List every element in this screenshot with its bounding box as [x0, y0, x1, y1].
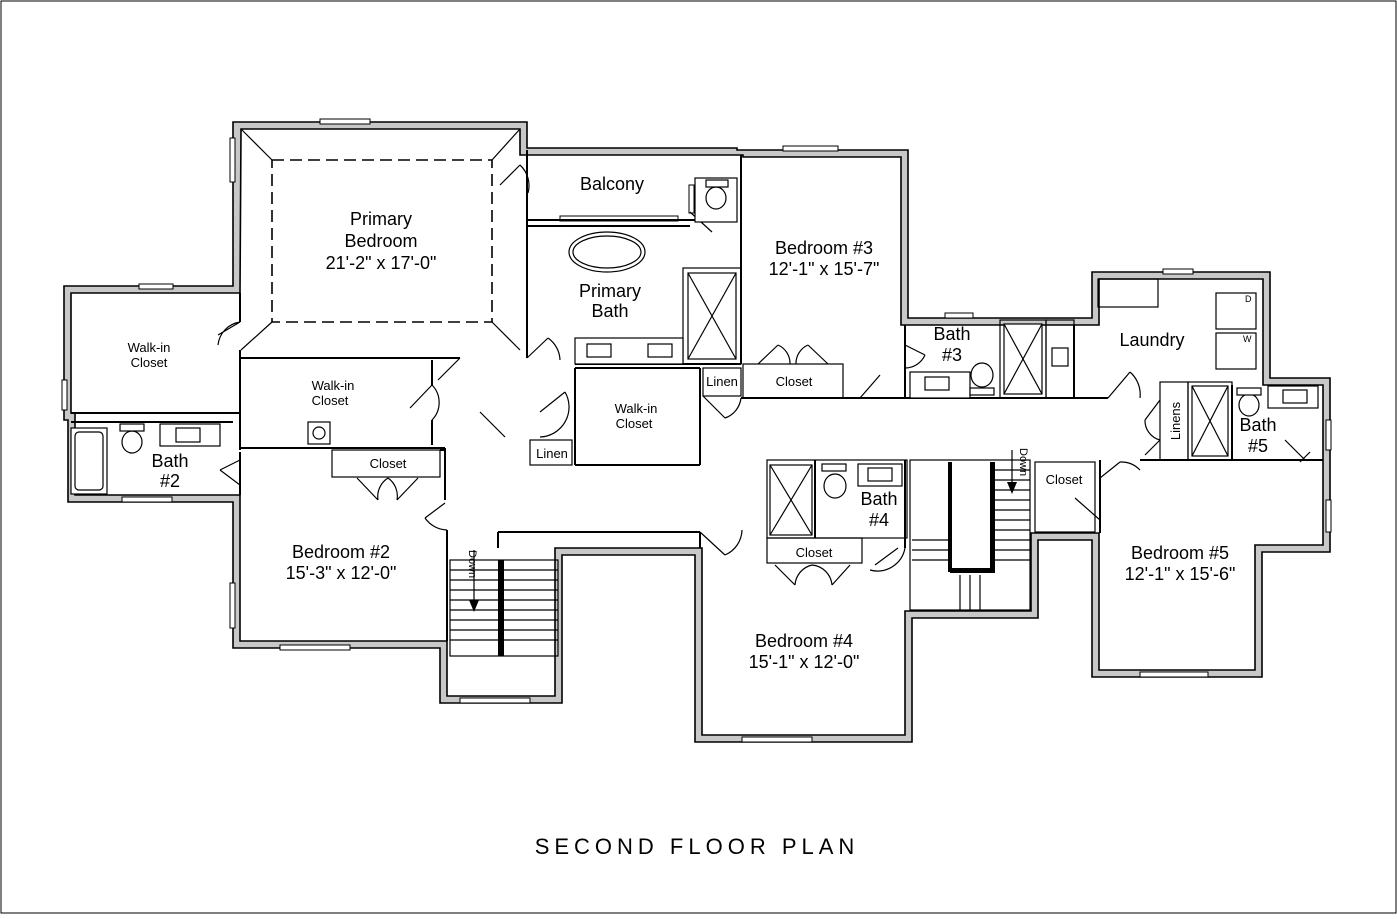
- bath5-label-2: #5: [1248, 436, 1268, 456]
- bath3-label-2: #3: [942, 345, 962, 365]
- interior-walls: [71, 150, 1323, 641]
- bedroom4-label: Bedroom #4: [755, 631, 853, 651]
- primary-bath-label-2: Bath: [591, 301, 628, 321]
- bath2-label-2: #2: [160, 471, 180, 491]
- bath2-label-1: Bath: [151, 451, 188, 471]
- bedroom2-label: Bedroom #2: [292, 542, 390, 562]
- linen-b-label: Linen: [706, 374, 738, 389]
- bedroom3-dims: 12'-1" x 15'-7": [769, 259, 880, 279]
- bath4-label-2: #4: [869, 510, 889, 530]
- walkin-right-label-1: Walk-in: [615, 401, 658, 416]
- closet-b4-label: Closet: [796, 545, 833, 560]
- dryer-label: D: [1245, 294, 1252, 304]
- fixtures: [70, 177, 1319, 536]
- exterior-wall: [63, 121, 1331, 743]
- primary-bedroom-label-2: Bedroom: [344, 231, 417, 251]
- laundry-label: Laundry: [1119, 330, 1184, 350]
- bedroom5-dims: 12'-1" x 15'-6": [1125, 564, 1236, 584]
- windows: [61, 118, 1332, 743]
- stairs-right: [912, 450, 1030, 610]
- bedroom2-dims: 15'-3" x 12'-0": [286, 563, 397, 583]
- closet-b5-label: Closet: [1046, 472, 1083, 487]
- bath5-label-1: Bath: [1239, 415, 1276, 435]
- closet-b3-label: Closet: [776, 374, 813, 389]
- bath3-label-1: Bath: [933, 324, 970, 344]
- washer-label: W: [1243, 334, 1252, 344]
- walkin-left-label-1: Walk-in: [128, 340, 171, 355]
- balcony-label: Balcony: [580, 174, 644, 194]
- plan-title: SECOND FLOOR PLAN: [535, 834, 860, 859]
- walkin-mid-label-1: Walk-in: [312, 378, 355, 393]
- room-labels: Primary Bedroom 21'-2" x 17'-0" Balcony …: [128, 174, 1277, 672]
- stairs-right-label: Down: [1017, 448, 1029, 476]
- walkin-right-label-2: Closet: [616, 416, 653, 431]
- primary-bath-label-1: Primary: [579, 281, 641, 301]
- closet-b2-label: Closet: [370, 456, 407, 471]
- tray-ceiling: [240, 128, 521, 351]
- bedroom3-label: Bedroom #3: [775, 238, 873, 258]
- walkin-mid-label-2: Closet: [312, 393, 349, 408]
- linens-label: Linens: [1168, 401, 1183, 440]
- stairs-left-label: Down: [466, 550, 478, 578]
- bedroom5-label: Bedroom #5: [1131, 543, 1229, 563]
- primary-bedroom-dims: 21'-2" x 17'-0": [326, 253, 437, 273]
- stairs-left: [449, 550, 559, 657]
- bath4-label-1: Bath: [860, 489, 897, 509]
- primary-bedroom-label-1: Primary: [350, 209, 412, 229]
- bedroom4-dims: 15'-1" x 12'-0": [749, 652, 860, 672]
- walkin-left-label-2: Closet: [131, 355, 168, 370]
- doors: [217, 164, 1311, 586]
- linen-a-label: Linen: [536, 446, 568, 461]
